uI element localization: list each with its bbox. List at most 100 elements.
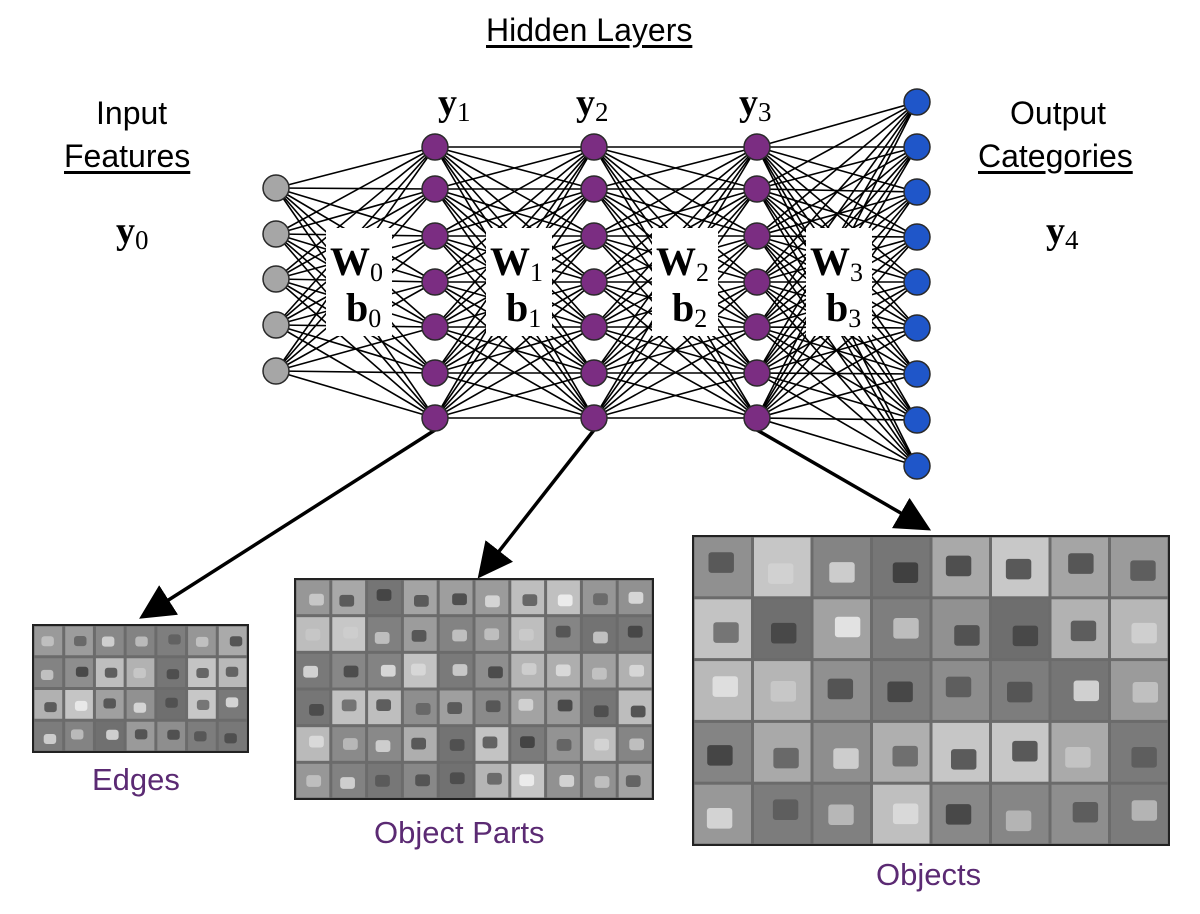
hidden2-node [580,175,608,203]
feature-pattern [707,745,733,766]
feature-pattern [43,733,57,745]
feature-pattern [376,589,392,601]
feature-pattern [773,747,799,769]
feature-pattern [892,803,919,825]
weight-label-1: W1 [490,239,543,287]
connection-line [593,146,758,237]
connection-line [434,281,595,419]
output-node [903,268,931,296]
feature-pattern [708,552,734,573]
connection-line [275,370,436,374]
layer-symbol-y2: y2 [576,82,609,127]
feature-pattern [196,667,209,679]
feature-pattern [488,666,503,679]
feature-pattern [518,628,534,641]
feature-pattern [594,738,610,751]
connection-line [275,187,436,190]
feature-pattern [309,735,324,748]
feature-pattern [1131,800,1158,821]
feature-pattern [557,594,573,607]
feature-pattern [1073,680,1100,702]
feature-pattern [522,594,538,607]
hidden3-node [743,359,771,387]
connection-line [593,281,758,419]
connection-line [756,101,918,148]
feature-pattern [415,774,430,787]
connection-line [275,146,436,280]
connection-line [593,146,758,283]
bias-label-3: b3 [826,285,862,333]
connection-line [275,326,436,372]
feature-pattern [104,667,118,678]
output-node [903,452,931,480]
hidden2-node [580,222,608,250]
feature-pattern [44,702,57,713]
feature-pattern [887,681,913,703]
feature-pattern [225,666,239,677]
input-features-label: Features [64,138,191,174]
feature-pattern [593,631,608,644]
hidden3-node [743,404,771,432]
feature-pattern [485,700,501,713]
feature-pattern [768,563,794,584]
feature-pattern [833,748,859,769]
connection-line [434,326,595,419]
feature-pattern [165,697,178,708]
feature-pattern [134,729,148,740]
feature-pattern [630,705,646,718]
output-node [903,314,931,342]
feature-pattern [449,772,465,785]
feature-pattern [341,699,357,712]
feature-pattern [1131,747,1157,768]
connection-line [275,370,436,419]
hidden1-node [421,133,449,161]
feature-pattern [892,562,919,583]
weight-label-2: W2 [656,239,709,287]
feature-pattern [519,774,535,787]
feature-pattern [772,799,799,821]
bias-label-2: b2 [672,285,708,333]
feature-pattern [518,698,534,711]
feature-pattern [411,663,426,676]
output-node [903,178,931,206]
input-node [262,220,290,248]
hidden3-node [743,313,771,341]
hidden1-node [421,313,449,341]
hidden1-node [421,268,449,296]
connection-line [275,146,436,189]
feature-pattern [829,562,855,583]
feature-pattern [1005,810,1032,832]
output-node [903,406,931,434]
feature-pattern [135,636,148,647]
connection-line [593,326,758,419]
feature-pattern [309,593,324,606]
connection-line [593,146,758,190]
feature-pattern [415,703,431,715]
feature-pattern [411,737,427,750]
feature-pattern [713,622,739,643]
connection-line [593,188,758,237]
feature-pattern [1005,558,1032,580]
feature-pattern [195,636,209,647]
feature-pattern [449,739,465,751]
feature-pattern [1132,682,1159,703]
feature-pattern [556,739,572,751]
hidden1-node [421,404,449,432]
caption-object-parts: Object Parts [374,815,545,850]
caption-objects: Objects [876,857,982,892]
feature-pattern [593,593,608,606]
connection-line [756,101,918,328]
feature-pattern [1130,560,1156,581]
connection-line [756,373,918,419]
feature-pattern [557,699,573,712]
weight-box-3: W3 b3 [806,228,872,336]
feature-pattern [41,636,54,647]
input-label: Input [96,95,168,131]
feature-pattern [309,703,324,716]
feature-pattern [225,697,239,708]
feature-pattern [339,594,355,607]
connection-line [593,372,758,419]
hidden1-node [421,359,449,387]
feature-pattern [340,777,355,789]
